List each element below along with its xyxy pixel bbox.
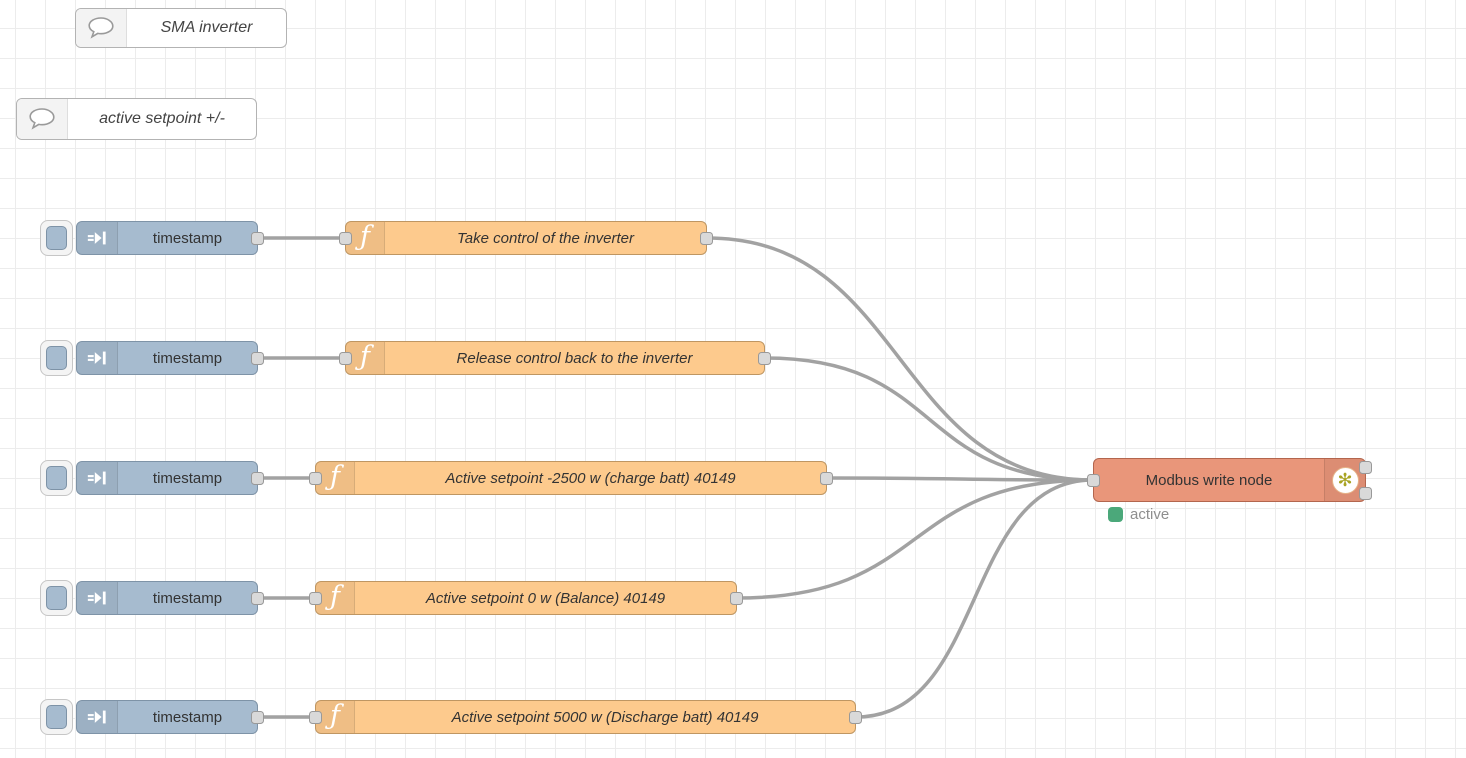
modbus-glyph: ✻ [1337,470,1353,490]
arrow-into-bar-icon [77,701,118,733]
inject-node[interactable]: timestamp [76,700,264,734]
output-port[interactable] [820,471,833,485]
input-port[interactable] [1087,473,1100,487]
comment-node[interactable]: SMA inverter [75,8,287,48]
output-port[interactable] [1359,486,1372,500]
function-node[interactable]: ƒ Release control back to the inverter [339,341,771,375]
inject-button-face[interactable] [46,226,67,250]
speech-bubble-icon [76,9,127,47]
inject-label: timestamp [152,229,223,247]
inject-button[interactable] [40,220,73,256]
output-port[interactable] [251,710,264,724]
status-label: active [1130,506,1170,523]
function-label: Take control of the inverter [456,229,635,247]
function-label: Active setpoint 5000 w (Discharge batt) … [451,708,759,726]
function-node[interactable]: ƒ Active setpoint 5000 w (Discharge batt)… [309,700,862,734]
modbus-icon-circle: ✻ [1331,466,1359,494]
arrow-into-bar-icon [77,582,118,614]
wire[interactable] [735,478,1095,600]
input-port[interactable] [309,591,322,605]
input-port[interactable] [339,351,352,365]
input-port[interactable] [339,231,352,245]
function-node[interactable]: ƒ Active setpoint 0 w (Balance) 40149 [309,581,743,615]
modbus-label: Modbus write node [1145,471,1273,489]
function-glyph: ƒ [360,341,370,372]
output-port[interactable] [1359,460,1372,474]
inject-label: timestamp [152,469,223,487]
florin-icon: ƒ [346,342,385,374]
speech-bubble-icon [17,99,68,139]
comment-node[interactable]: active setpoint +/- [16,98,257,140]
wire[interactable] [825,476,1095,482]
inject-button-face[interactable] [46,586,67,610]
wire[interactable] [705,236,1095,482]
inject-node[interactable]: timestamp [76,341,264,375]
inject-button[interactable] [40,699,73,735]
status-dot [1108,507,1123,522]
output-port[interactable] [251,351,264,365]
output-port[interactable] [730,591,743,605]
status-indicator: active [1108,506,1169,523]
inject-node[interactable]: timestamp [76,461,264,495]
output-port[interactable] [849,710,862,724]
wire[interactable] [763,356,1095,482]
function-glyph: ƒ [360,221,370,252]
output-port[interactable] [758,351,771,365]
output-port[interactable] [251,231,264,245]
asterisk-icon: ✻ [1324,459,1365,501]
function-glyph: ƒ [330,581,340,612]
wire[interactable] [854,478,1095,719]
inject-button[interactable] [40,580,73,616]
output-port[interactable] [700,231,713,245]
arrow-into-bar-icon [77,222,118,254]
modbus-write-node[interactable]: Modbus write node ✻ [1087,458,1372,502]
output-port[interactable] [251,471,264,485]
function-node[interactable]: ƒ Take control of the inverter [339,221,713,255]
inject-node[interactable]: timestamp [76,221,264,255]
inject-node[interactable]: timestamp [76,581,264,615]
inject-button[interactable] [40,460,73,496]
florin-icon: ƒ [316,462,355,494]
inject-label: timestamp [152,708,223,726]
inject-button-face[interactable] [46,705,67,729]
function-label: Active setpoint 0 w (Balance) 40149 [425,589,666,607]
function-glyph: ƒ [330,700,340,731]
function-glyph: ƒ [330,461,340,492]
output-port[interactable] [251,591,264,605]
inject-button-face[interactable] [46,466,67,490]
function-label: Active setpoint -2500 w (charge batt) 40… [445,469,736,487]
inject-button-face[interactable] [46,346,67,370]
florin-icon: ƒ [316,582,355,614]
inject-button[interactable] [40,340,73,376]
arrow-into-bar-icon [77,342,118,374]
comment-label: SMA inverter [160,19,253,36]
arrow-into-bar-icon [77,462,118,494]
input-port[interactable] [309,471,322,485]
comment-label: active setpoint +/- [99,110,225,127]
florin-icon: ƒ [346,222,385,254]
florin-icon: ƒ [316,701,355,733]
function-node[interactable]: ƒ Active setpoint -2500 w (charge batt) 4… [309,461,833,495]
input-port[interactable] [309,710,322,724]
inject-label: timestamp [152,349,223,367]
inject-label: timestamp [152,589,223,607]
function-label: Release control back to the inverter [456,349,693,367]
